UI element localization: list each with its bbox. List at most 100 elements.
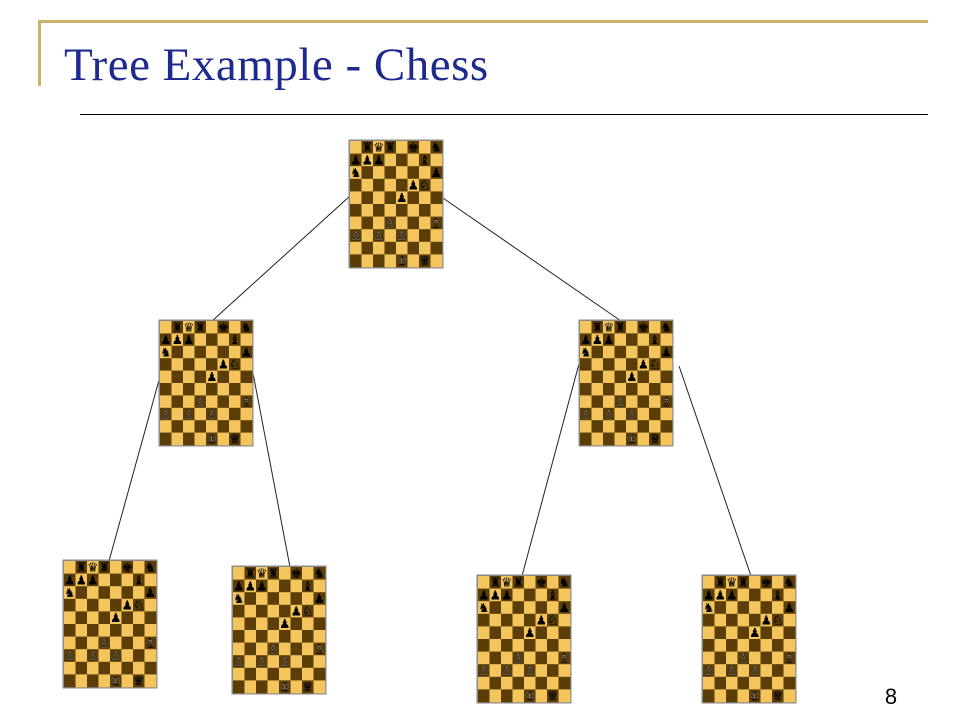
board-square <box>121 573 134 587</box>
board-square <box>171 407 184 421</box>
board-square <box>229 383 241 396</box>
board-square <box>649 345 661 359</box>
board-square <box>256 567 268 580</box>
chess-piece-icon: ♙ <box>268 641 279 656</box>
board-square <box>703 601 715 615</box>
chess-piece-icon: ♘ <box>229 357 240 372</box>
board-square <box>430 204 443 217</box>
board-square <box>350 166 362 180</box>
board-square <box>384 216 397 230</box>
board-square <box>703 576 715 589</box>
board-square <box>110 561 122 574</box>
board-square <box>419 166 431 180</box>
board-square <box>233 680 245 694</box>
board-square <box>524 664 536 678</box>
board-square <box>419 229 431 243</box>
board-square <box>217 383 230 396</box>
board-square <box>419 191 431 205</box>
tree-edge-left-child-to-left-right-leaf <box>251 367 291 568</box>
board-square <box>407 254 420 268</box>
board-square <box>121 561 134 574</box>
board-square <box>580 370 592 384</box>
board-square <box>591 321 604 334</box>
board-square <box>75 636 88 650</box>
board-square <box>501 651 513 665</box>
board-square <box>160 395 172 409</box>
board-square <box>535 626 548 640</box>
board-square <box>290 604 303 618</box>
board-square <box>489 613 502 627</box>
chess-piece-icon: ♟ <box>172 332 183 347</box>
board-square <box>660 420 673 433</box>
chess-piece-icon: ♟ <box>490 587 501 602</box>
board-square <box>512 689 525 703</box>
chess-piece-icon: ♙ <box>233 654 244 669</box>
board-square <box>313 630 326 643</box>
board-square <box>580 395 592 409</box>
board-square <box>110 624 122 637</box>
board-square <box>256 667 268 681</box>
board-square <box>206 358 218 371</box>
chess-piece-icon: ♞ <box>314 566 325 581</box>
board-square <box>591 358 604 371</box>
board-square <box>649 321 661 334</box>
board-square <box>183 345 195 359</box>
board-square <box>660 358 673 371</box>
chess-piece-icon: ♗ <box>145 635 156 650</box>
board-square <box>110 586 122 600</box>
board-square <box>206 333 218 347</box>
board-square <box>737 588 750 602</box>
board-square <box>240 370 253 384</box>
board-square <box>98 611 111 625</box>
board-square <box>183 407 195 421</box>
board-square <box>614 407 627 421</box>
board-square <box>313 617 326 631</box>
chess-piece-icon: ♙ <box>615 394 626 409</box>
board-square <box>501 664 513 678</box>
board-square <box>524 601 536 615</box>
board-square <box>373 204 385 217</box>
chess-piece-icon: ♟ <box>703 587 714 602</box>
board-square <box>373 241 385 255</box>
board-square <box>558 626 571 640</box>
board-square <box>98 674 111 688</box>
board-square <box>603 383 615 396</box>
chess-piece-icon: ♙ <box>396 228 407 243</box>
board-square <box>501 576 513 589</box>
board-square <box>240 345 253 359</box>
board-square <box>580 345 592 359</box>
board-square <box>772 601 784 615</box>
board-square <box>580 383 592 396</box>
board-square <box>396 178 408 192</box>
board-square <box>558 613 571 627</box>
board-square <box>660 333 673 347</box>
board-square <box>229 432 241 446</box>
board-square <box>171 432 184 446</box>
chess-piece-icon: ♙ <box>703 663 714 678</box>
board-square <box>160 383 172 396</box>
board-square <box>714 588 727 602</box>
board-square <box>637 358 650 371</box>
board-square <box>384 191 397 205</box>
board-square <box>361 178 374 192</box>
board-square <box>512 576 525 589</box>
board-square <box>244 579 257 593</box>
board-square <box>489 576 502 589</box>
board-square <box>290 579 303 593</box>
board-square <box>660 345 673 359</box>
board-square <box>726 689 738 703</box>
board-square <box>524 613 536 627</box>
board-square <box>726 639 738 652</box>
board-square <box>626 321 638 334</box>
board-square <box>279 655 291 669</box>
board-square <box>407 229 420 243</box>
chess-piece-icon: ♛ <box>726 575 737 590</box>
board-square <box>396 191 408 205</box>
board-square <box>547 639 559 652</box>
board-square <box>547 576 559 589</box>
board-square <box>714 689 727 703</box>
board-square <box>783 601 796 615</box>
board-square <box>783 639 796 652</box>
board-square <box>279 579 291 593</box>
board-square <box>760 626 773 640</box>
